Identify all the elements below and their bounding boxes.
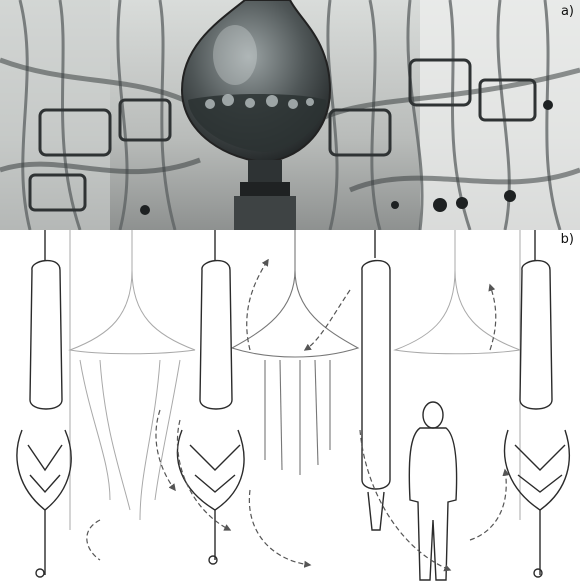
glass-apparatus-photo: [0, 0, 580, 230]
panel-a-photo: a): [0, 0, 580, 230]
panel-b-drawing: b): [0, 230, 580, 583]
panel-label-a: a): [561, 4, 574, 19]
jellyfish-lamp-drawing: [0, 230, 580, 583]
panel-label-b: b): [561, 232, 574, 247]
